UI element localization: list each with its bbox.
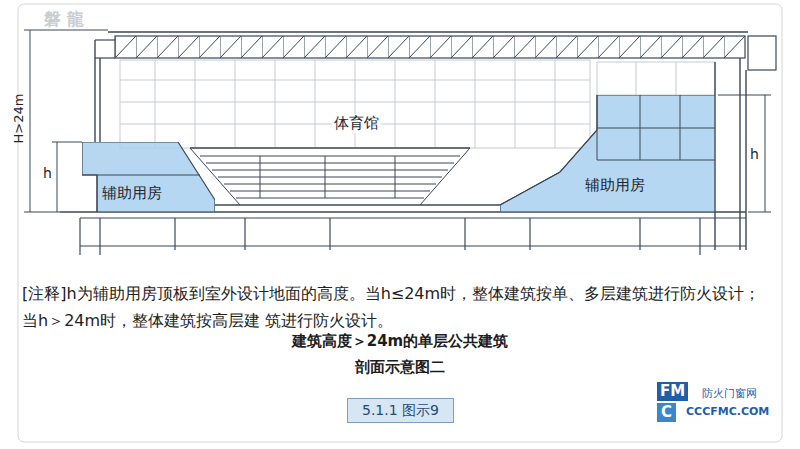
glass-facade-part [636, 62, 637, 95]
glass-facade-part [195, 60, 196, 148]
floor-slab-line [500, 172, 560, 205]
center-stands-part [236, 198, 424, 199]
center-stands-part [420, 148, 470, 205]
basement-part [639, 218, 640, 250]
dimension-label: H>24m [11, 96, 26, 144]
basement-part [79, 218, 80, 255]
room-label: 辅助用房 [102, 184, 162, 202]
frame [18, 4, 782, 442]
center-stands-part [325, 156, 326, 198]
basement [60, 212, 746, 255]
basement-part [80, 217, 746, 218]
center-stands-part [212, 170, 448, 171]
glass-facade-part [395, 60, 396, 148]
center-stands-part [260, 156, 261, 198]
floor-slab-line [597, 160, 715, 161]
basement-part [699, 218, 700, 255]
logo-mark: FM [657, 382, 688, 401]
floor-slab-line [560, 130, 597, 172]
center-stands-part [395, 156, 396, 198]
region-fill [500, 95, 715, 212]
dimension-lines-part [748, 212, 771, 213]
roof-truss-part [748, 36, 776, 70]
dimension-lines-part [30, 30, 31, 212]
auxiliary-room-region: 辅助用房 [500, 95, 715, 212]
note-text: [注释]h为辅助用房顶板到室外设计地面的高度。当h≤24m时，整体建筑按单、多层… [22, 280, 774, 334]
glass-facade-part [275, 60, 276, 148]
region-outline [500, 95, 715, 212]
floor-slab-line [597, 128, 715, 129]
figure-title: 建筑高度＞24m的单层公共建筑 剖面示意图二 [285, 328, 515, 380]
frame-part [18, 4, 782, 442]
basement-part [329, 218, 330, 250]
roof-truss-part [115, 36, 745, 58]
dimension-lines-part [24, 212, 60, 213]
basement-part [529, 218, 530, 250]
glass-facade-part [597, 62, 715, 95]
roof-truss-part [108, 31, 748, 33]
basement-part [464, 218, 465, 250]
auxiliary-room-region: 辅助用房 [82, 142, 215, 212]
glass-facade-part [155, 60, 156, 148]
center-stands-part [218, 177, 442, 178]
center-stands-part [190, 147, 470, 148]
glass-facade-part [555, 60, 556, 148]
basement-part [244, 218, 245, 250]
glass-facade-part [315, 60, 316, 148]
figure-caption: 5.1.1 图示9 [347, 398, 454, 423]
logo-text: 防火门窗网 [702, 386, 757, 401]
center-stands-part [224, 184, 436, 185]
walls-and-columns-part [739, 58, 740, 250]
walls-and-columns-part [745, 70, 746, 250]
center-stands-part [215, 204, 500, 205]
dimension-lines-part [718, 95, 771, 96]
roof-truss [95, 32, 776, 70]
basement-part [80, 245, 746, 246]
glass-facade-part [120, 60, 590, 148]
dimension-lines-part [57, 142, 58, 212]
glass-facade-part [235, 60, 236, 148]
room-label: 辅助用房 [585, 176, 645, 194]
center-stands-part [206, 163, 454, 164]
dimension-label: h [750, 146, 759, 162]
center-stands-part [200, 156, 460, 157]
glass-facade-part [475, 60, 476, 148]
dimension-label: h [43, 165, 52, 181]
floor-slab-line [680, 95, 681, 160]
floor-slab-line [640, 95, 641, 160]
basement-part [174, 218, 175, 250]
dimension-lines [24, 30, 771, 212]
logo-text: CCCFMC.COM [686, 405, 769, 418]
basement-part [99, 218, 100, 255]
glass-facade-part [435, 60, 436, 148]
title-wrap: 建筑高度＞24m的单层公共建筑 剖面示意图二 [0, 328, 800, 380]
glass-facade-part [355, 60, 356, 148]
watermark: 磐 龍 [44, 8, 84, 31]
logo-mark: C [657, 403, 676, 422]
floor-slab-line [82, 175, 200, 176]
center-stands [190, 148, 500, 205]
hall-label: 体育馆 [332, 114, 381, 133]
dimension-lines-part [52, 142, 82, 143]
dimension-lines-part [765, 95, 766, 212]
floor-slab-line [597, 95, 598, 160]
glass-facade-part [676, 62, 677, 95]
region-fill [82, 142, 215, 212]
walls-and-columns-part [94, 40, 95, 142]
dimension-lines-part [24, 30, 108, 31]
glass-facade-part [515, 60, 516, 148]
floor-slab-line [97, 175, 98, 212]
roof-truss-part [95, 39, 115, 40]
walls-and-columns-part [99, 58, 100, 142]
roof-truss-part [95, 57, 115, 58]
